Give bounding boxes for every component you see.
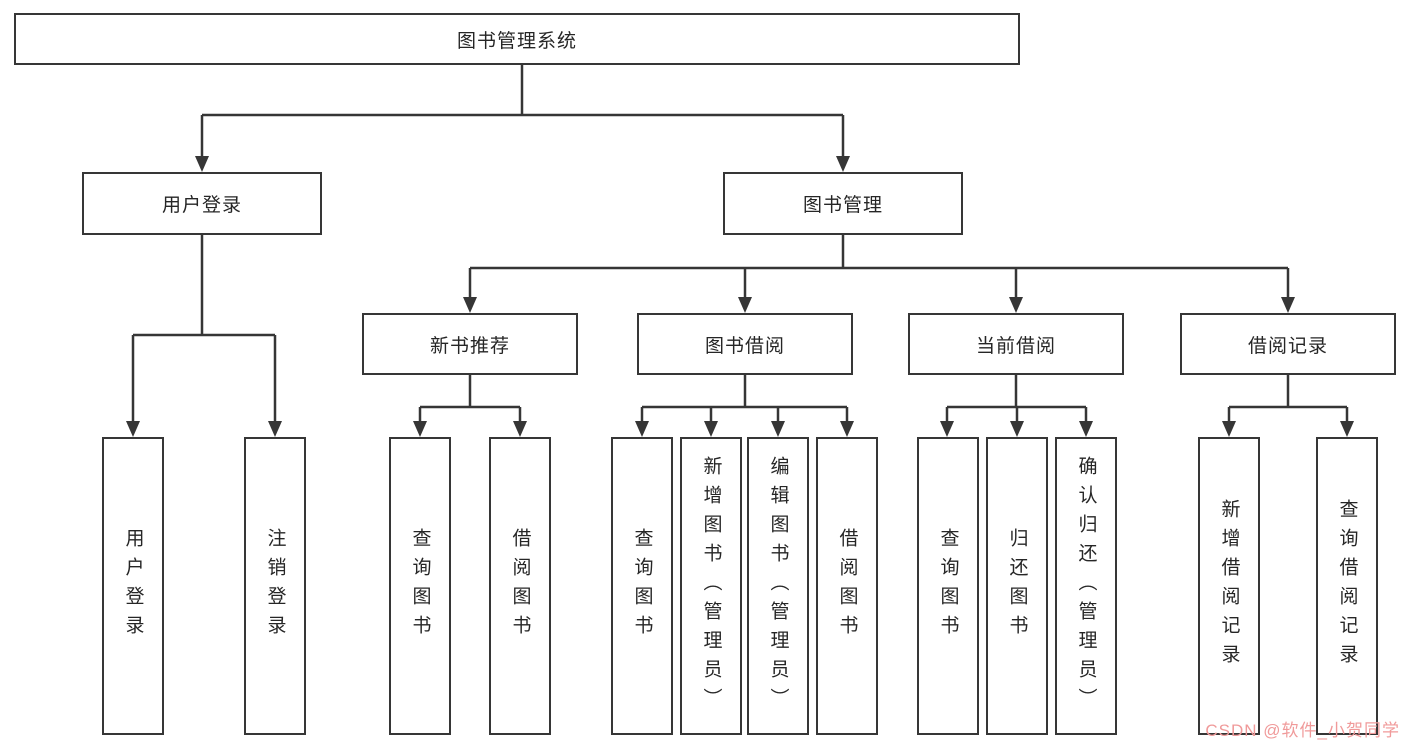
connector-book-mgmt-to-level3 (463, 235, 1295, 313)
leaf-logout: 注销登录 (244, 437, 306, 735)
connector-book-borrow-to-leaves (635, 375, 854, 437)
connector-new-books-to-leaves (413, 375, 527, 437)
leaf-new-books-borrow: 借阅图书 (489, 437, 551, 735)
node-book-borrow: 图书借阅 (637, 313, 853, 375)
node-user-login: 用户登录 (82, 172, 322, 235)
leaf-records-add: 新增借阅记录 (1198, 437, 1260, 735)
connector-root-to-level2 (195, 65, 850, 172)
connector-current-borrow-to-leaves (940, 375, 1093, 437)
leaf-user-login: 用户登录 (102, 437, 164, 735)
node-current-borrow: 当前借阅 (908, 313, 1124, 375)
leaf-new-books-query: 查询图书 (389, 437, 451, 735)
connector-borrow-records-to-leaves (1222, 375, 1354, 437)
node-book-mgmt: 图书管理 (723, 172, 963, 235)
leaf-borrow-edit-admin: 编辑图书（管理员） (747, 437, 809, 735)
node-borrow-records: 借阅记录 (1180, 313, 1396, 375)
connector-user-login-to-leaves (126, 235, 282, 437)
leaf-borrow-borrow: 借阅图书 (816, 437, 878, 735)
leaf-records-query: 查询借阅记录 (1316, 437, 1378, 735)
leaf-borrow-query: 查询图书 (611, 437, 673, 735)
watermark: CSDN @软件_小贺同学 (1205, 721, 1400, 740)
node-new-books: 新书推荐 (362, 313, 578, 375)
node-root: 图书管理系统 (14, 13, 1020, 65)
leaf-current-return: 归还图书 (986, 437, 1048, 735)
leaf-current-confirm-admin: 确认归还（管理员） (1055, 437, 1117, 735)
leaf-current-query: 查询图书 (917, 437, 979, 735)
leaf-borrow-add-admin: 新增图书（管理员） (680, 437, 742, 735)
